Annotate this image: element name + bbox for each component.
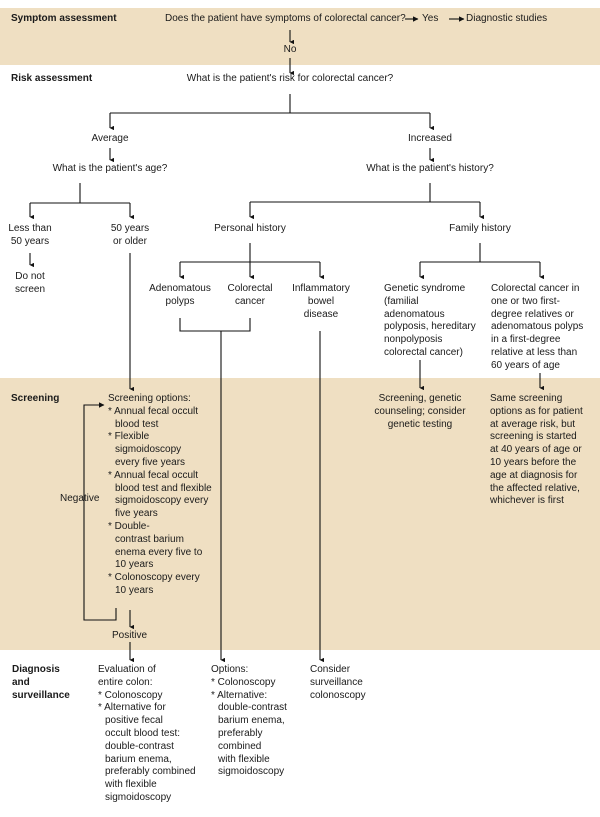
- diagnosis-options: Options: * Colonoscopy * Alternative: do…: [211, 664, 287, 778]
- age-under-50: Less than 50 years: [8, 223, 52, 247]
- screening-option: * Double- contrast barium enema every fi…: [108, 520, 203, 571]
- connector-family-split: [420, 243, 540, 263]
- symptom-yes-outcome: Diagnostic studies: [466, 13, 548, 24]
- evaluation-entire-colon: Evaluation of entire colon: * Colonoscop…: [98, 664, 196, 803]
- history-question: What is the patient's history?: [366, 163, 494, 174]
- symptom-assessment-band: [0, 8, 600, 65]
- section-symptom-assessment: Symptom assessment: [11, 13, 117, 24]
- section-screening: Screening: [11, 393, 60, 404]
- age-50-or-older: 50 years or older: [110, 223, 150, 247]
- connector-history-split: [250, 183, 480, 203]
- section-diagnosis-surveillance: Diagnosis and surveillance: [12, 664, 70, 701]
- risk-question: What is the patient's risk for colorecta…: [186, 73, 394, 84]
- positive-label: Positive: [112, 630, 148, 641]
- family-screening: Same screening options as for patient at…: [490, 393, 583, 507]
- screening-band: [0, 378, 600, 650]
- screening-option: * Annual fecal occult blood test: [108, 405, 199, 430]
- personal-history: Personal history: [214, 223, 286, 234]
- family-history: Family history: [449, 223, 511, 234]
- colorectal-cancer: Colorectal cancer: [227, 283, 273, 307]
- connector-age-split: [30, 183, 130, 204]
- connector-polyps-cancer-merge: [179, 318, 251, 650]
- family-colorectal-cancer: Colorectal cancer in one or two first- d…: [491, 283, 584, 371]
- screening-option: * Flexible sigmoidoscopy every five year…: [108, 431, 186, 468]
- consider-surveillance: Consider surveillance colonoscopy: [310, 664, 366, 701]
- risk-average: Average: [91, 133, 129, 144]
- connector-personal-split: [180, 243, 320, 263]
- connector-negative-loop: [83, 402, 117, 621]
- screening-option: * Annual fecal occult blood test and fle…: [108, 469, 212, 520]
- screening-option: * Colonoscopy every 10 years: [108, 572, 200, 596]
- negative-label: Negative: [60, 493, 100, 504]
- inflammatory-bowel-disease: Inflammatory bowel disease: [292, 283, 350, 320]
- screening-options: Screening options: * Annual fecal occult…: [108, 393, 212, 596]
- genetic-screening: Screening, genetic counseling; consider …: [374, 393, 466, 430]
- do-not-screen: Do not screen: [14, 271, 45, 295]
- risk-increased: Increased: [408, 133, 452, 144]
- genetic-syndrome: Genetic syndrome (familial adenomatous p…: [384, 283, 476, 358]
- connector-risk-split: [110, 94, 430, 114]
- symptom-yes: Yes: [422, 13, 439, 24]
- section-risk-assessment: Risk assessment: [11, 73, 93, 84]
- age-question: What is the patient's age?: [52, 163, 168, 174]
- symptom-no: No: [283, 44, 297, 55]
- symptom-question: Does the patient have symptoms of colore…: [165, 13, 406, 24]
- adenomatous-polyps: Adenomatous polyps: [149, 283, 211, 307]
